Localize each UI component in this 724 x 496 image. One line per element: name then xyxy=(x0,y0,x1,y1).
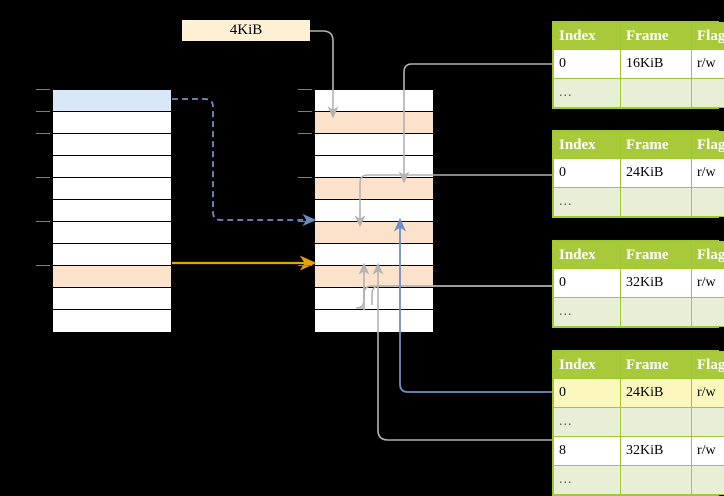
row-tick-mark xyxy=(298,265,312,266)
page-table-cell-index: ... xyxy=(554,188,621,217)
page-table-header-flags: Flags xyxy=(692,352,724,379)
physical-frame-row-9 xyxy=(315,288,433,310)
row-tick-mark xyxy=(298,89,312,90)
virtual-page-row-5 xyxy=(53,200,171,222)
virtual-page-row-9 xyxy=(53,288,171,310)
page-table-cell-frame: 16KiB xyxy=(621,50,692,79)
page-table-row: ... xyxy=(554,188,724,217)
page-table-cell-index: 0 xyxy=(554,159,621,188)
page-table-cell-index: ... xyxy=(554,298,621,327)
page-table-row: ... xyxy=(554,298,724,327)
page-table-cell-frame xyxy=(621,298,692,327)
page-table-cell-flags: r/w xyxy=(692,379,724,408)
page-table-cell-flags xyxy=(692,408,724,437)
page-table-cell-flags: r/w xyxy=(692,437,724,466)
page-table-header-frame: Frame xyxy=(621,242,692,269)
page-table-cell-frame: 24KiB xyxy=(621,159,692,188)
physical-frame-row-6 xyxy=(315,222,433,244)
page-table-header-frame: Frame xyxy=(621,23,692,50)
page-table-header-frame: Frame xyxy=(621,132,692,159)
page-table-cell-index: 0 xyxy=(554,269,621,298)
page-table-cell-flags: r/w xyxy=(692,159,724,188)
page-table-cell-index: ... xyxy=(554,466,621,495)
page-table-cell-index: 0 xyxy=(554,379,621,408)
page-table-cell-index: ... xyxy=(554,408,621,437)
paging-diagram: 4KiB IndexFrameFlags016KiBr/w... IndexFr… xyxy=(0,0,724,482)
page-table-level-2: IndexFrameFlags024KiBr/w... xyxy=(552,130,719,218)
physical-frame-row-2 xyxy=(315,134,433,156)
physical-frame-row-4 xyxy=(315,178,433,200)
page-table-cell-flags: r/w xyxy=(692,269,724,298)
row-tick-mark xyxy=(36,221,50,222)
page-table-cell-flags: r/w xyxy=(692,50,724,79)
virtual-page-row-1 xyxy=(53,112,171,134)
virtual-page-row-2 xyxy=(53,134,171,156)
physical-memory-column xyxy=(314,89,434,332)
virtual-page-row-7 xyxy=(53,244,171,266)
virtual-address-space-column xyxy=(52,89,172,332)
virtual-page-row-8 xyxy=(53,266,171,288)
virtual-page-row-6 xyxy=(53,222,171,244)
page-table-cell-index: ... xyxy=(554,79,621,108)
row-tick-mark xyxy=(298,221,312,222)
page-table-header-frame: Frame xyxy=(621,352,692,379)
physical-frame-row-3 xyxy=(315,156,433,178)
row-tick-mark xyxy=(36,111,50,112)
virtual-page-row-3 xyxy=(53,156,171,178)
page-table-header-index: Index xyxy=(554,352,621,379)
row-tick-mark xyxy=(36,177,50,178)
row-tick-mark xyxy=(36,133,50,134)
page-table-cell-frame xyxy=(621,466,692,495)
page-size-label: 4KiB xyxy=(182,20,310,41)
page-table-header-flags: Flags xyxy=(692,23,724,50)
page-table-cell-flags xyxy=(692,466,724,495)
physical-frame-row-5 xyxy=(315,200,433,222)
page-table-header-flags: Flags xyxy=(692,132,724,159)
page-table-cell-frame xyxy=(621,79,692,108)
virtual-page-row-10 xyxy=(53,310,171,332)
page-table-row: ... xyxy=(554,466,724,495)
page-table-level-4: IndexFrameFlags024KiBr/w...832KiBr/w... xyxy=(552,350,719,496)
page-table-cell-frame xyxy=(621,408,692,437)
row-tick-mark xyxy=(298,111,312,112)
page-table-cell-frame: 32KiB xyxy=(621,269,692,298)
page-table-cell-flags xyxy=(692,79,724,108)
row-tick-mark xyxy=(298,133,312,134)
page-table-header-flags: Flags xyxy=(692,242,724,269)
page-table-cell-flags xyxy=(692,188,724,217)
physical-frame-row-8 xyxy=(315,266,433,288)
page-table-row: ... xyxy=(554,79,724,108)
page-table-cell-frame xyxy=(621,188,692,217)
physical-frame-row-7 xyxy=(315,244,433,266)
physical-frame-row-1 xyxy=(315,112,433,134)
virtual-page-row-4 xyxy=(53,178,171,200)
physical-frame-row-0 xyxy=(315,90,433,112)
page-table-cell-flags xyxy=(692,298,724,327)
row-tick-mark xyxy=(298,177,312,178)
page-table-cell-index: 8 xyxy=(554,437,621,466)
page-table-cell-index: 0 xyxy=(554,50,621,79)
row-tick-mark xyxy=(36,89,50,90)
page-table-row: ... xyxy=(554,408,724,437)
page-table-header-index: Index xyxy=(554,132,621,159)
page-table-header-index: Index xyxy=(554,242,621,269)
physical-frame-row-10 xyxy=(315,310,433,332)
page-table-level-3: IndexFrameFlags032KiBr/w... xyxy=(552,240,719,328)
virtual-page-row-0 xyxy=(53,90,171,112)
page-table-cell-frame: 24KiB xyxy=(621,379,692,408)
page-table-header-index: Index xyxy=(554,23,621,50)
row-tick-mark xyxy=(36,265,50,266)
page-table-level-1: IndexFrameFlags016KiBr/w... xyxy=(552,21,719,109)
page-table-cell-frame: 32KiB xyxy=(621,437,692,466)
